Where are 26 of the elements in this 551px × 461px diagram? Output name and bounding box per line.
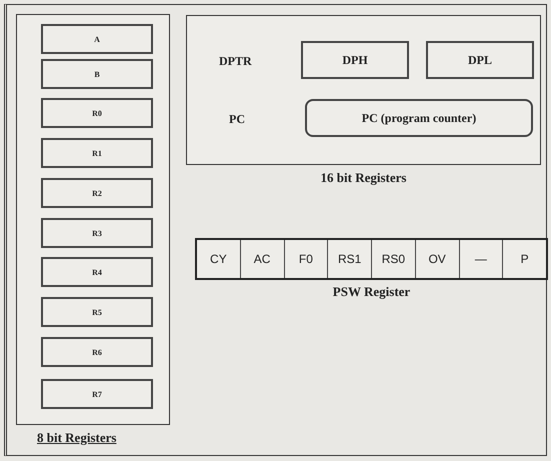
register-box: DPL: [426, 41, 534, 79]
register-box: B: [41, 59, 153, 89]
register-box: A: [41, 24, 153, 54]
flag-bit-cell: AC: [240, 240, 284, 278]
flag-bit-cell: P: [502, 240, 546, 278]
register-box: R6: [41, 337, 153, 367]
register-box: R7: [41, 379, 153, 409]
flag-bit-cell: RS1: [327, 240, 371, 278]
register-label: PC: [229, 112, 245, 127]
flag-bit-cell: RS0: [371, 240, 415, 278]
register-box: R3: [41, 218, 153, 248]
register-label: DPTR: [219, 54, 252, 69]
flag-bit-cell: F0: [284, 240, 328, 278]
register-box: R5: [41, 297, 153, 327]
register-box: R1: [41, 138, 153, 168]
register-box: DPH: [301, 41, 409, 79]
group-caption: PSW Register: [332, 284, 410, 300]
register-box: R0: [41, 98, 153, 128]
group-caption: 8 bit Registers: [37, 430, 116, 446]
flag-bit-cell: CY: [197, 240, 240, 278]
flag-bit-cell: —: [458, 240, 502, 278]
register-box: R2: [41, 178, 153, 208]
register-box: R4: [41, 257, 153, 287]
flag-bit-cell: OV: [414, 240, 458, 278]
register-box: PC (program counter): [305, 99, 533, 137]
group-caption: 16 bit Registers: [320, 170, 406, 186]
